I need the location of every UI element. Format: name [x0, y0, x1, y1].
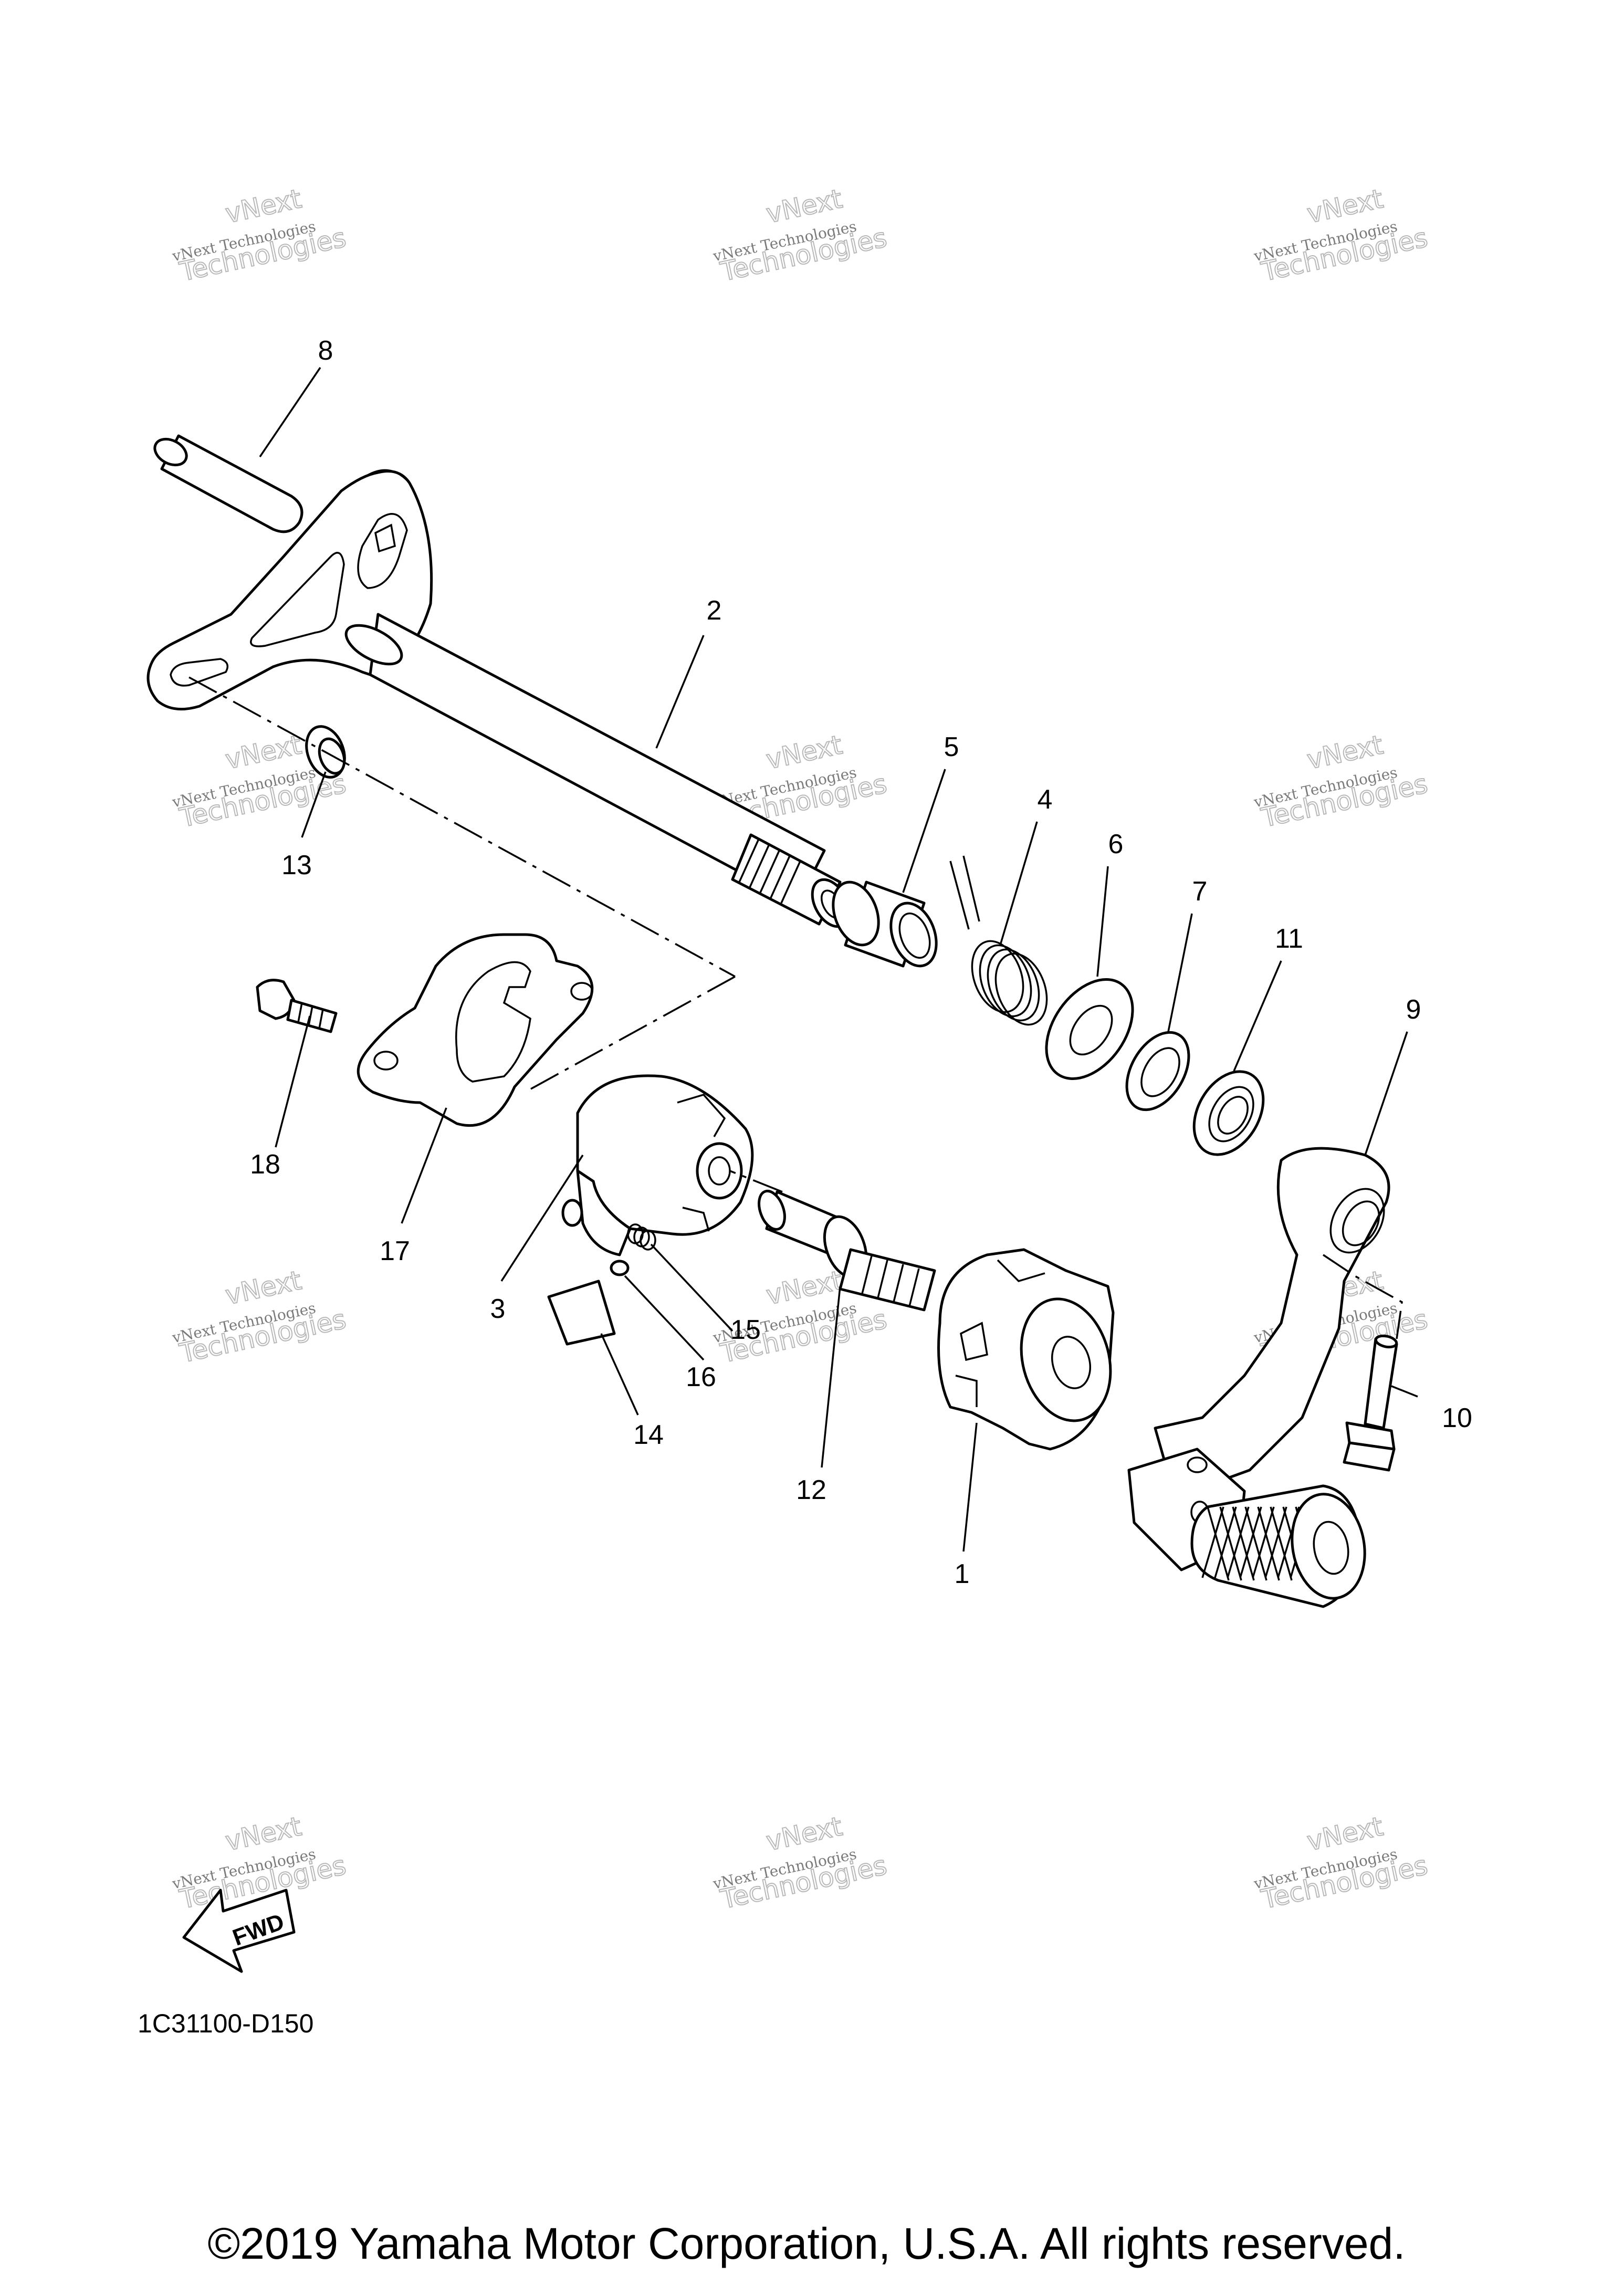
part-14-stopper	[547, 1280, 616, 1346]
part-7-seal	[1125, 1031, 1190, 1112]
part-15-spring	[627, 1223, 656, 1251]
part-5-collar	[832, 880, 938, 968]
callout-2: 2	[707, 595, 722, 626]
callout-7: 7	[1192, 876, 1208, 907]
callout-6: 6	[1108, 829, 1124, 859]
part-11-bearing	[1192, 1070, 1265, 1156]
part-18-bolt	[256, 979, 338, 1033]
callout-10: 10	[1442, 1403, 1472, 1433]
callout-12: 12	[796, 1475, 826, 1505]
diagram-code: 1C31100-D150	[138, 2009, 314, 2038]
callout-9: 9	[1406, 994, 1421, 1025]
part-4-spring	[949, 855, 1048, 1026]
callout-1: 1	[955, 1559, 970, 1589]
callout-17: 17	[380, 1236, 410, 1266]
callout-8: 8	[318, 336, 333, 366]
part-8-pin	[153, 434, 303, 533]
callout-5: 5	[944, 732, 959, 762]
part-16-pin	[610, 1260, 630, 1276]
callout-16: 16	[686, 1362, 716, 1392]
callout-4: 4	[1038, 784, 1053, 815]
callout-18: 18	[250, 1149, 280, 1180]
callout-13: 13	[281, 850, 312, 880]
callout-3: 3	[490, 1294, 506, 1324]
part-12-stud-bolt	[758, 1190, 936, 1312]
part-9-shift-pedal	[1127, 1147, 1390, 1608]
leader-lines	[188, 367, 1418, 1552]
part-3-segment	[561, 1074, 754, 1256]
callout-11: 11	[1275, 924, 1303, 954]
callout-14: 14	[633, 1420, 664, 1450]
part-2-shift-shaft	[146, 469, 851, 928]
part-1-shift-cam	[937, 1248, 1115, 1451]
copyright-notice: ©2019 Yamaha Motor Corporation, U.S.A. A…	[207, 2219, 1406, 2268]
callout-labels: 8 2 5 4 6 7 11 9 10 13 18 17 3 15 16 14 …	[250, 336, 1472, 1589]
part-10-bolt	[1343, 1334, 1398, 1472]
callout-15: 15	[730, 1315, 761, 1345]
part-17-plate	[357, 933, 594, 1127]
part-6-washer	[1045, 978, 1134, 1080]
